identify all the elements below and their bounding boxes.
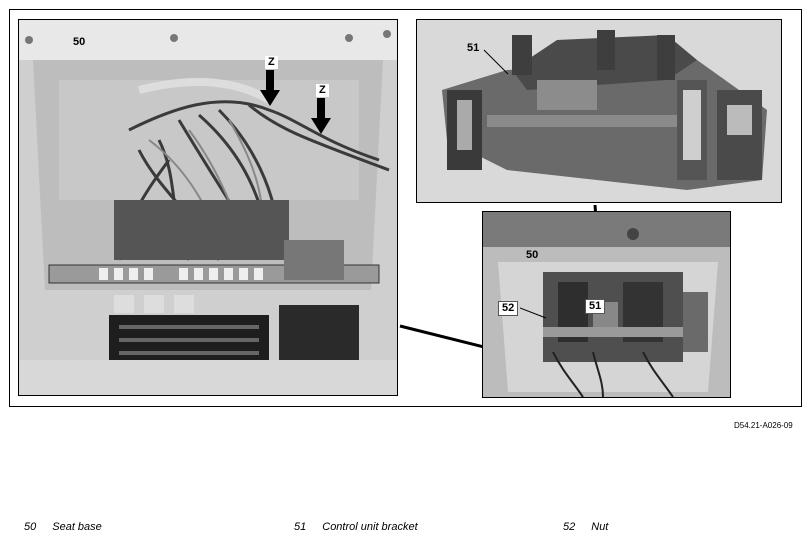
detail-photo bbox=[416, 19, 782, 203]
main-photo bbox=[18, 19, 398, 396]
legend-number: 50 bbox=[24, 521, 37, 533]
inset-photo bbox=[482, 211, 731, 398]
arrow-z-1 bbox=[260, 70, 280, 106]
callout-z-2: Z bbox=[316, 84, 329, 97]
callout-z-1: Z bbox=[265, 56, 278, 69]
legend-item-52: 52 Nut bbox=[563, 521, 608, 533]
callout-51-inset: 51 bbox=[585, 299, 606, 314]
legend-item-50: 50 Seat base bbox=[24, 521, 102, 533]
legend-text: Seat base bbox=[52, 521, 102, 533]
callout-50-main: 50 bbox=[73, 36, 86, 48]
arrow-z-2 bbox=[311, 98, 331, 134]
callout-51-detail: 51 bbox=[467, 42, 480, 54]
figure-code: D54.21-A026-09 bbox=[734, 421, 793, 430]
legend-item-51: 51 Control unit bracket bbox=[294, 521, 418, 533]
legend-text: Nut bbox=[591, 521, 609, 533]
legend-text: Control unit bracket bbox=[322, 521, 418, 533]
callout-52-inset: 52 bbox=[498, 301, 519, 316]
legend-number: 52 bbox=[563, 521, 576, 533]
leader-52-inset bbox=[520, 307, 547, 319]
leader-51-detail bbox=[483, 49, 509, 75]
callout-50-inset: 50 bbox=[526, 249, 539, 261]
legend-number: 51 bbox=[294, 521, 307, 533]
